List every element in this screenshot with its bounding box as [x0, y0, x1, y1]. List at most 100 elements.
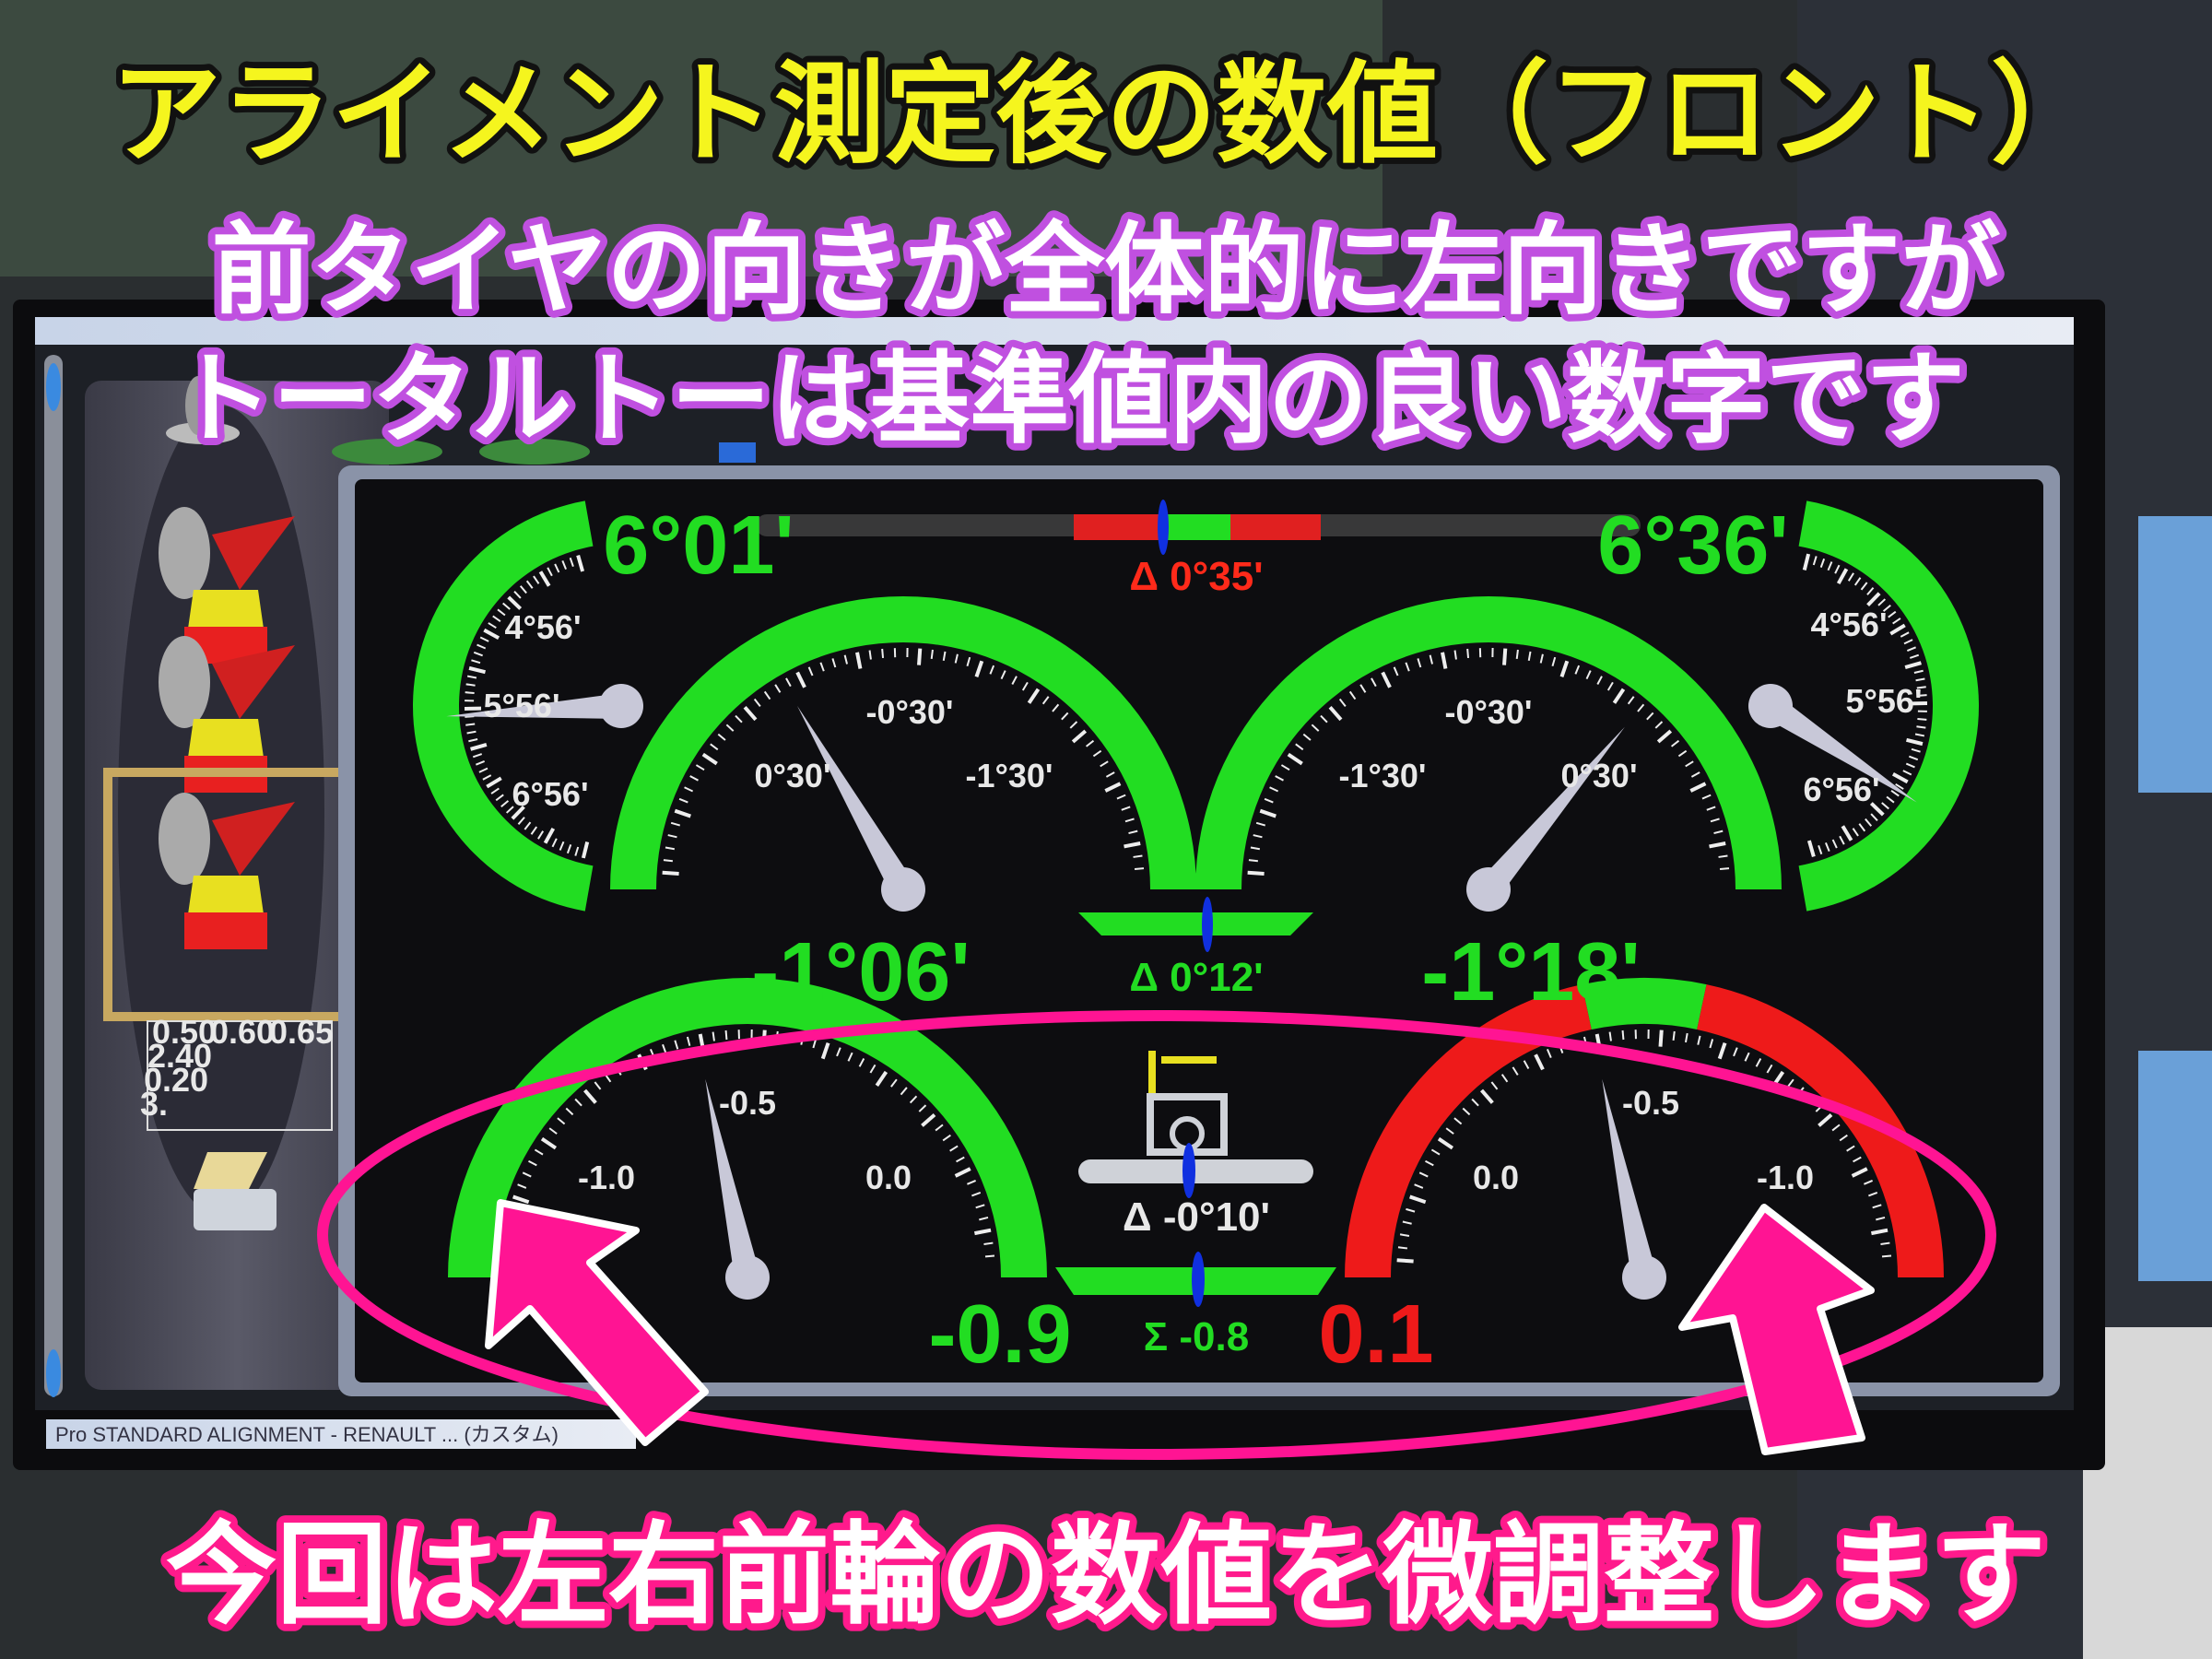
angle-wedge-icon: [212, 516, 295, 590]
tire-label: [2138, 516, 2212, 793]
sidebar-item-car-3[interactable]: [159, 793, 295, 949]
camber-right-scale-label: -0°30': [1444, 693, 1532, 731]
caster-right-scale-label: 4°56': [1810, 606, 1887, 643]
marker-icon: [1202, 897, 1213, 952]
caster-left-scale-label: 5°56': [483, 687, 559, 724]
window-title-bar: [35, 317, 2074, 345]
spec-cell: 0.20: [144, 1061, 208, 1099]
toe-left-scale-label: -1.0: [578, 1159, 635, 1196]
toe-left-scale-label: -0.5: [719, 1084, 776, 1122]
camber-left-value: -1°06': [751, 926, 971, 1018]
camber-right-range-band: [1195, 596, 1782, 889]
gauge-ticks: [1802, 553, 1928, 857]
arrow-right-annotation: [1678, 1204, 1875, 1455]
caption-line-2: トータルトーは基準値内の良い数字です: [173, 343, 1965, 454]
caster-delta: Δ 0°35': [1129, 554, 1263, 599]
window-title-tab: [46, 1419, 636, 1449]
caster-right-scale-label: 5°56': [1845, 682, 1922, 720]
paper-icon: [194, 1152, 267, 1189]
total-toe-indicator: [1055, 1252, 1336, 1307]
scroll-up-button[interactable]: [46, 363, 61, 411]
camber-delta: Δ 0°12': [1129, 955, 1263, 1000]
camber-center-indicator: [1078, 897, 1313, 952]
caster-right-needle-hub: [1748, 684, 1793, 728]
caster-left-scale-label: 4°56': [504, 608, 581, 646]
camber-right-scale-label: -1°30': [1338, 757, 1426, 794]
scrollbar-left[interactable]: [44, 355, 63, 1396]
toe-left-scale-label: 0.0: [865, 1159, 912, 1196]
spec-cell: 3.: [140, 1085, 168, 1123]
arrow-left-annotation: [485, 1199, 709, 1446]
spec-cell: 0.50: [152, 1013, 217, 1051]
sidebar-item-car-1[interactable]: [159, 507, 295, 664]
angle-wedge-icon: [212, 645, 295, 719]
highlight-ellipse: [317, 1010, 1996, 1460]
wheel-icon: [159, 793, 210, 885]
spec-table[interactable]: 0.50 0.60 0.65 2.40 0.20 3.: [140, 1013, 334, 1131]
sidebar-item-caster[interactable]: [166, 376, 240, 444]
toe-left-range-band: [448, 978, 1047, 1277]
caption-title: アライメント測定後の数値（フロント）: [111, 53, 2101, 176]
toolbar-button[interactable]: [332, 439, 442, 465]
toe-right-range-band: [1582, 978, 1707, 1030]
camber-left-needle-hub: [881, 867, 925, 912]
spec-cell: 0.60: [210, 1013, 275, 1051]
sidebar-item-print[interactable]: [194, 1152, 276, 1230]
caster-right-scale-label: 6°56': [1803, 771, 1879, 808]
scroll-down-button[interactable]: [46, 1349, 61, 1397]
car-rear-icon: [184, 912, 267, 949]
marker-icon: [1192, 1252, 1205, 1307]
tire-label: [2138, 1051, 2212, 1281]
gauge-ticks: [464, 555, 590, 859]
wheel-icon: [185, 376, 211, 435]
caster-left-needle-hub: [599, 684, 643, 728]
caption-line-1: 前タイヤの向きが全体的に左向きですが: [212, 214, 2001, 325]
toolbar: [332, 439, 756, 465]
camber-left-scale-label: 0°30': [754, 757, 830, 794]
toe-right-scale-label: -1.0: [1757, 1159, 1814, 1196]
toe-left-value: -0.9: [928, 1288, 1071, 1381]
printer-icon: [194, 1189, 276, 1230]
shelf-background: [0, 0, 1382, 276]
camber-left-range-band: [610, 596, 1196, 889]
caster-left-value: 6°01': [603, 500, 794, 592]
sidebar-item-car-2[interactable]: [159, 636, 295, 793]
toe-left-needle: [705, 1078, 760, 1280]
caster-left-range-band: [413, 500, 594, 912]
marker-icon: [1158, 500, 1169, 555]
gauge-ticks: [1247, 648, 1730, 876]
toe-right-range-band: [1345, 984, 1592, 1277]
angle-wedge-icon: [212, 802, 295, 876]
wheel-icon: [159, 507, 210, 599]
caption-bottom: 今回は左右前輪の数値を微調整します: [166, 1513, 2046, 1637]
caster-left-scale-label: 6°56': [512, 775, 588, 813]
caster-left-needle: [446, 693, 622, 719]
wheel-icon: [159, 636, 210, 728]
caster-wheel-icon: [166, 422, 240, 444]
caster-right-value: 6°36': [1597, 500, 1789, 592]
camber-left-scale-label: -1°30': [965, 757, 1053, 794]
spec-cell: 2.40: [147, 1037, 212, 1075]
toe-right-needle: [1602, 1078, 1657, 1280]
toe-left-needle-hub: [725, 1255, 770, 1300]
caster-center-indicator: [756, 500, 1641, 555]
caster-right-needle: [1763, 695, 1917, 803]
camber-left-scale-label: -0°30': [865, 693, 953, 731]
toolbar-button[interactable]: [719, 442, 756, 463]
spec-cell: 0.65: [269, 1013, 334, 1051]
gauge-ticks: [662, 648, 1145, 876]
caster-right-range-band: [1798, 500, 1979, 912]
toe-right-needle-hub: [1622, 1255, 1666, 1300]
toe-right-scale-label: -0.5: [1622, 1084, 1679, 1122]
camber-right-scale-label: 0°30': [1560, 757, 1637, 794]
camber-right-needle: [1478, 726, 1625, 898]
toe-delta: Δ -0°10': [1123, 1194, 1270, 1240]
camber-right-needle-hub: [1466, 867, 1511, 912]
toe-right-value: 0.1: [1318, 1288, 1433, 1381]
toolbar-button[interactable]: [479, 439, 590, 465]
camber-left-needle: [797, 705, 915, 896]
marker-icon: [1182, 1143, 1195, 1198]
toe-center-indicator: [1078, 1143, 1313, 1198]
toe-total: Σ -0.8: [1144, 1314, 1249, 1359]
